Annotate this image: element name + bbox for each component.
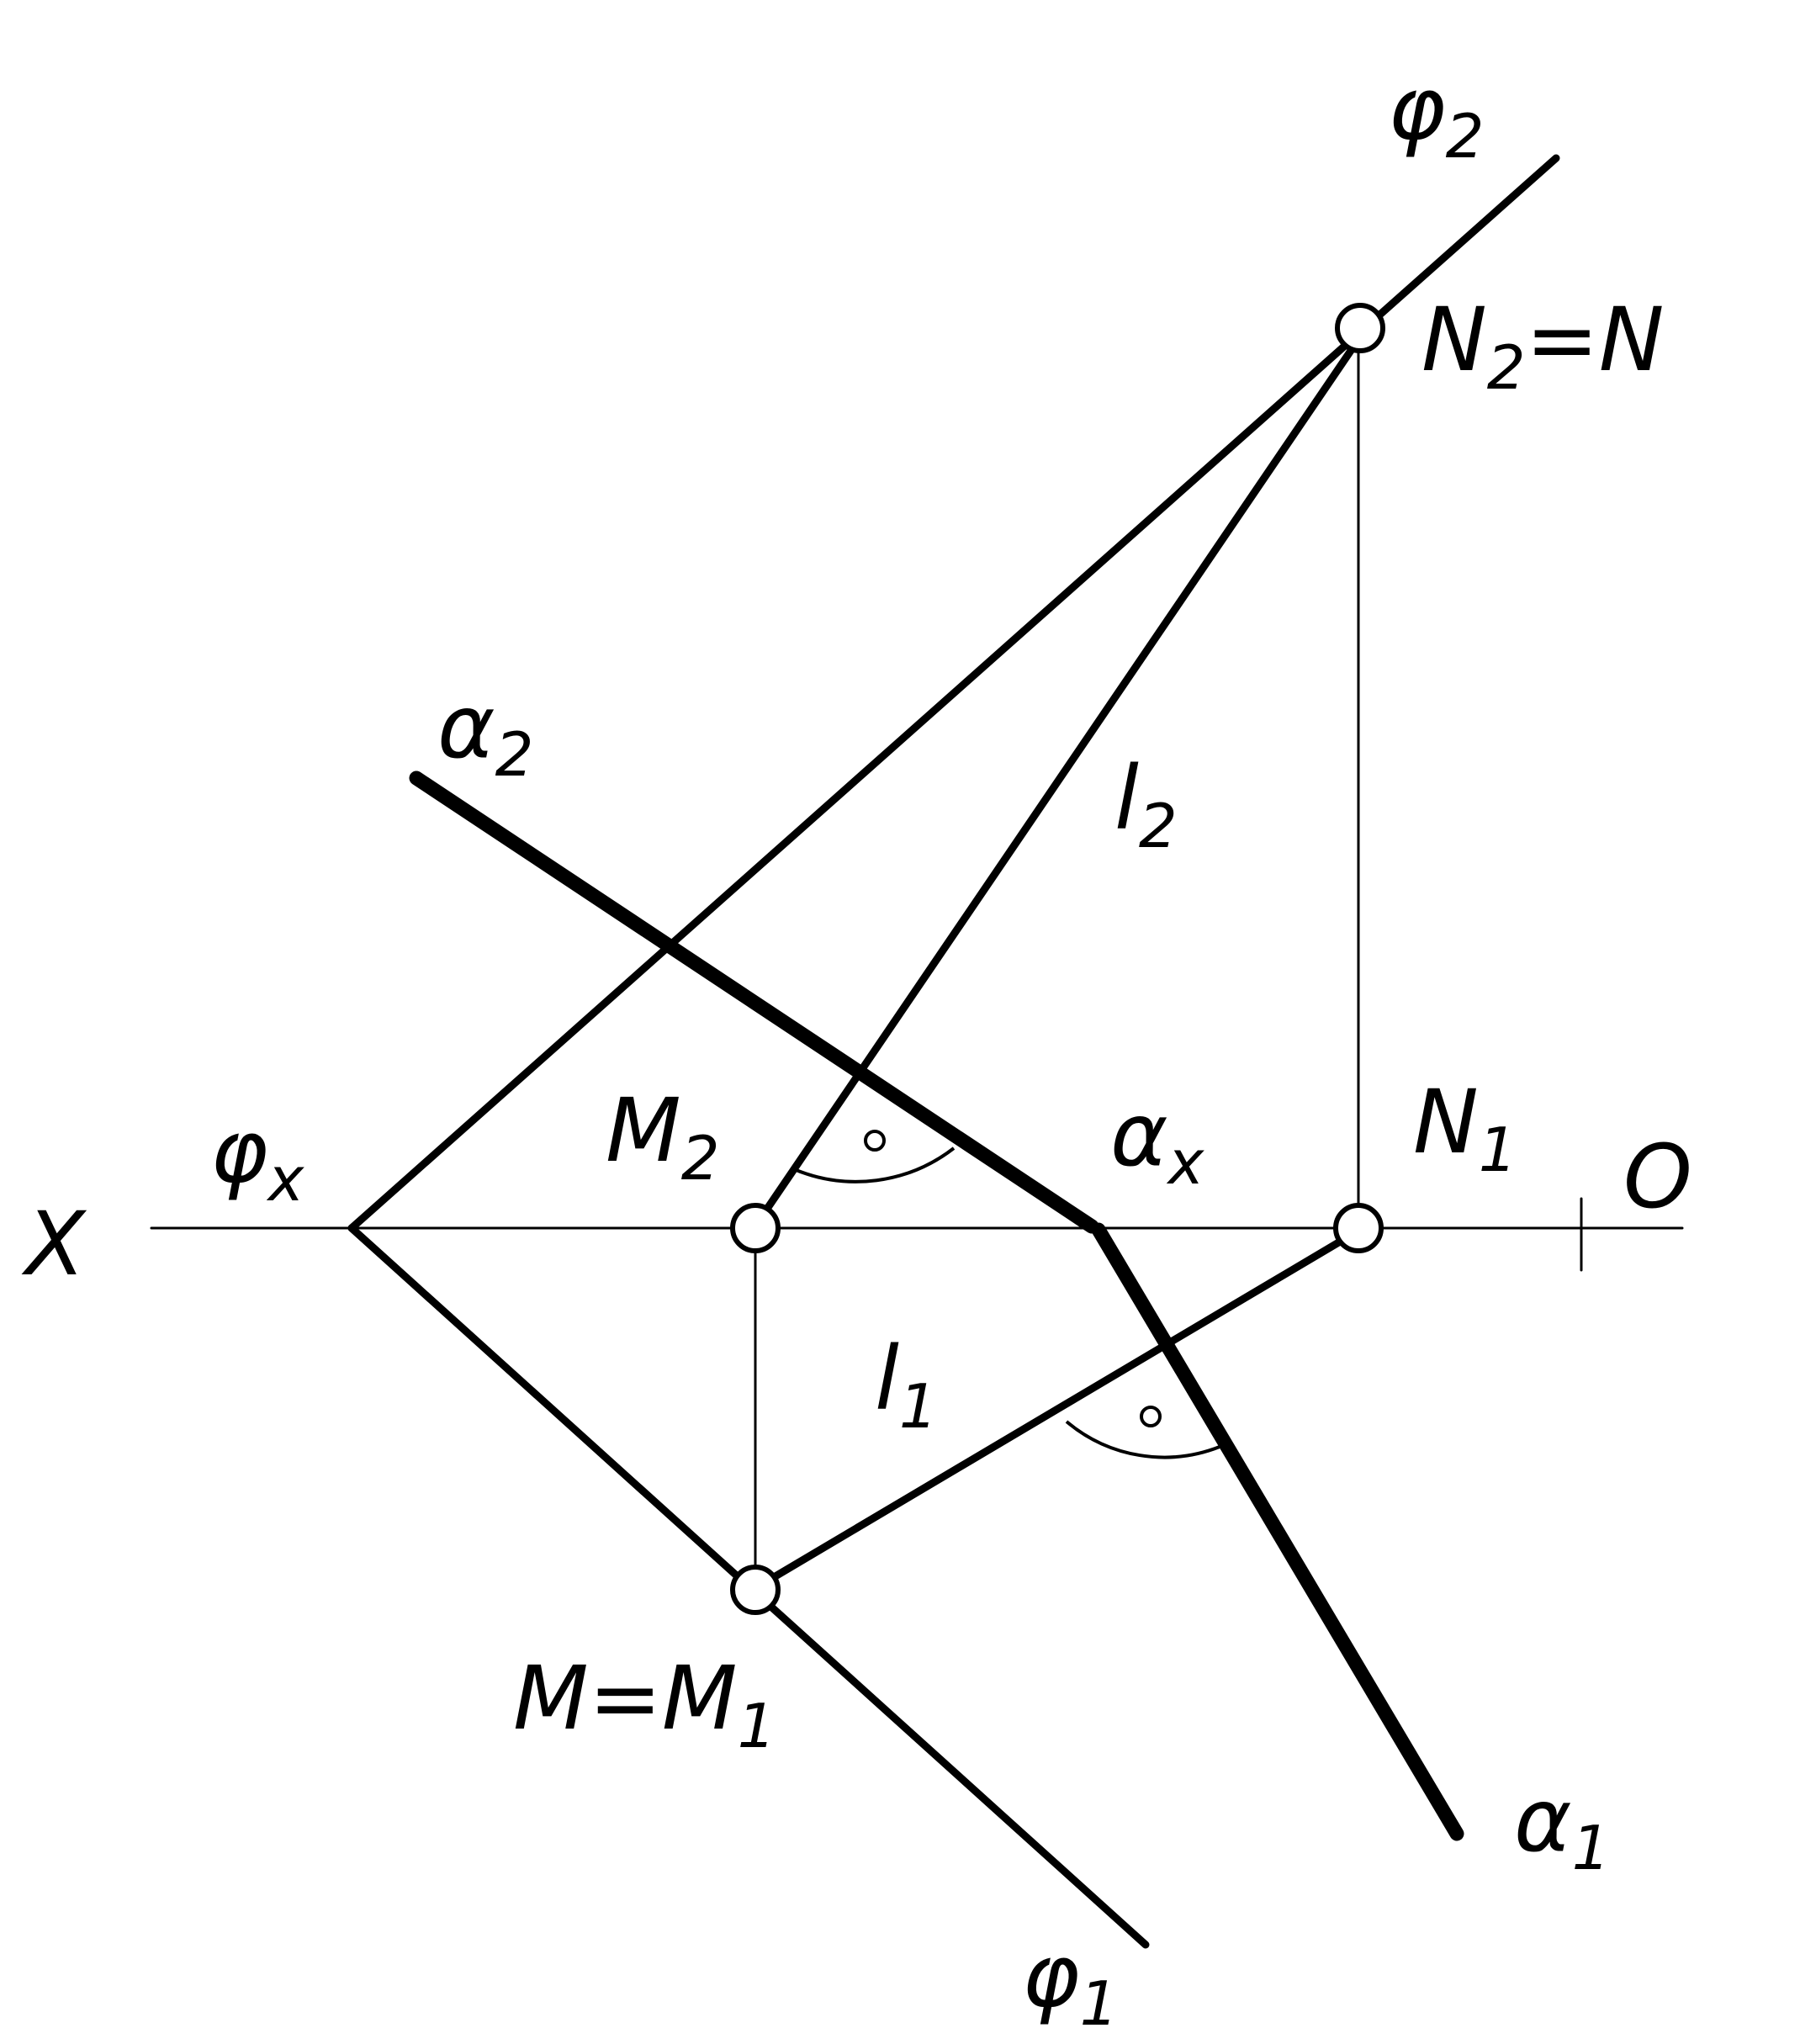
trace-alpha2 [409,770,1099,1234]
label-l2-main: l [1114,747,1139,850]
trace-alpha1 [1091,1222,1464,1841]
label-phi1-main: φ [1022,1925,1080,2027]
label-m2-main: M [606,1079,681,1182]
label-n1-main: N [1413,1071,1479,1173]
label-n1: N1 [1413,1071,1517,1185]
label-l2: l2 [1114,747,1178,861]
label-alphax-sub: x [1167,1127,1205,1198]
label-phix-main: φ [210,1100,268,1203]
label-phi2-main: φ [1388,57,1446,160]
right-angle-arc-horizontal [1065,1420,1220,1459]
label-l1-sub: 1 [899,1371,938,1442]
label-phi2-sub: 2 [1446,101,1485,172]
label-m2-sub: 2 [681,1123,720,1194]
label-n2-eq-n: N2=N [1421,289,1665,403]
label-n2-sub: 2 [1487,332,1526,403]
label-n2-main: N [1421,289,1487,391]
label-l1: l1 [875,1327,938,1442]
label-axis-o: O [1623,1125,1692,1228]
label-m2: M2 [606,1079,720,1194]
point-n1 [1333,1203,1384,1253]
label-phix: φx [210,1100,305,1215]
point-n2 [1335,303,1385,353]
label-alpha2-main: α [437,675,495,778]
label-phi1-sub: 1 [1080,1968,1119,2039]
label-m-eq-m1: M=M1 [513,1647,776,1761]
label-phi2: φ2 [1388,57,1484,172]
label-alpha1-main: α [1514,1769,1572,1872]
label-alpha2-sub: 2 [495,719,534,790]
label-m1-sub: 1 [738,1691,776,1761]
label-alphax: αx [1110,1083,1205,1198]
right-angle-arc-front [793,1146,956,1184]
label-l1-main: l [875,1327,899,1430]
point-m2 [730,1203,781,1253]
label-axis-x: X [21,1193,87,1295]
label-l2-sub: 2 [1139,791,1178,861]
right-angle-dot-horizontal [1140,1406,1162,1427]
line-l1 [765,1234,1350,1584]
label-phi1: φ1 [1022,1925,1118,2039]
label-n1-sub: 1 [1479,1115,1517,1185]
point-m1 [730,1565,781,1615]
label-alpha1-sub: 1 [1572,1813,1611,1883]
label-phix-sub: x [267,1144,305,1215]
label-n2-suffix: =N [1526,289,1665,391]
label-alpha2: α2 [437,675,533,790]
label-m-eq-m1-main: M=M [513,1647,738,1750]
label-alpha1: α1 [1514,1769,1610,1883]
label-alphax-main: α [1110,1083,1168,1186]
right-angle-dot-front [864,1130,886,1152]
